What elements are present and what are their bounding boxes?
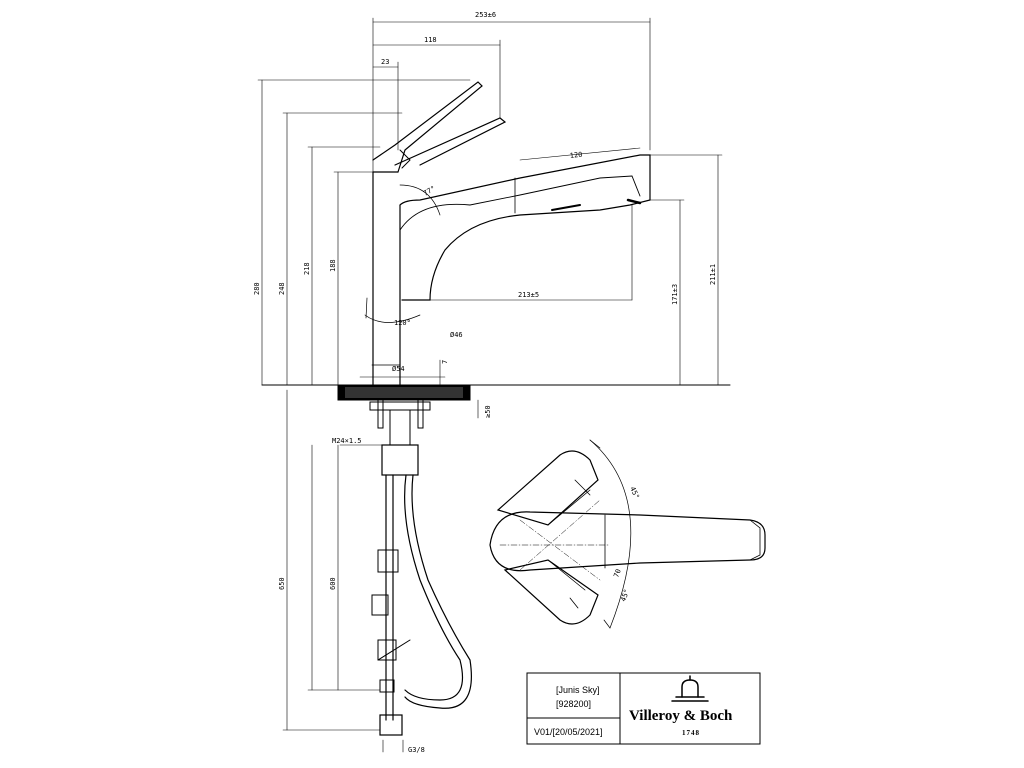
brand-name: Villeroy & Boch xyxy=(629,708,733,724)
dim-lever-angle: 77° xyxy=(422,184,437,197)
dim-connection: G3/8 xyxy=(408,746,425,754)
dim-deck-thickness: ≥50 xyxy=(484,405,492,418)
side-view xyxy=(257,17,731,753)
dim-height-spout-top: 218 xyxy=(303,262,311,275)
dim-spout-reach: 120 xyxy=(569,151,582,160)
dim-lever-reach: 118 xyxy=(424,36,437,44)
dim-swivel-angle: 120° xyxy=(394,319,411,327)
dim-hose-length: 600 xyxy=(329,577,337,590)
dim-body-diameter: Ø46 xyxy=(450,331,463,339)
dim-outlet-height: 171±3 xyxy=(671,284,679,305)
dim-height-body: 188 xyxy=(329,259,337,272)
dim-plan-angle-bottom: 45° xyxy=(619,588,631,603)
title-block xyxy=(526,672,761,745)
dim-lever-offset: 23 xyxy=(381,58,389,66)
title-article: [928200] xyxy=(556,699,591,709)
dim-spout-length: 213±5 xyxy=(518,291,539,299)
brand-year: 1748 xyxy=(682,729,700,737)
dim-base-offset: 7 xyxy=(441,360,449,364)
dim-spout-tip-height: 211±1 xyxy=(709,264,717,285)
dim-height-lever: 248 xyxy=(278,282,286,295)
dim-plan-offset: 70 xyxy=(612,568,622,579)
plan-view xyxy=(489,439,766,629)
dim-supply-length: 650 xyxy=(278,577,286,590)
dim-plan-angle-top: 45° xyxy=(628,485,641,500)
dim-height-total: 280 xyxy=(253,282,261,295)
title-product: [Junis Sky] xyxy=(556,685,600,695)
dim-overall-width: 253±6 xyxy=(475,11,496,19)
brand-logo-icon xyxy=(671,675,709,702)
dim-thread: M24×1.5 xyxy=(332,437,362,445)
dim-base-diameter: Ø54 xyxy=(392,365,405,373)
title-version: V01/[20/05/2021] xyxy=(534,727,603,737)
